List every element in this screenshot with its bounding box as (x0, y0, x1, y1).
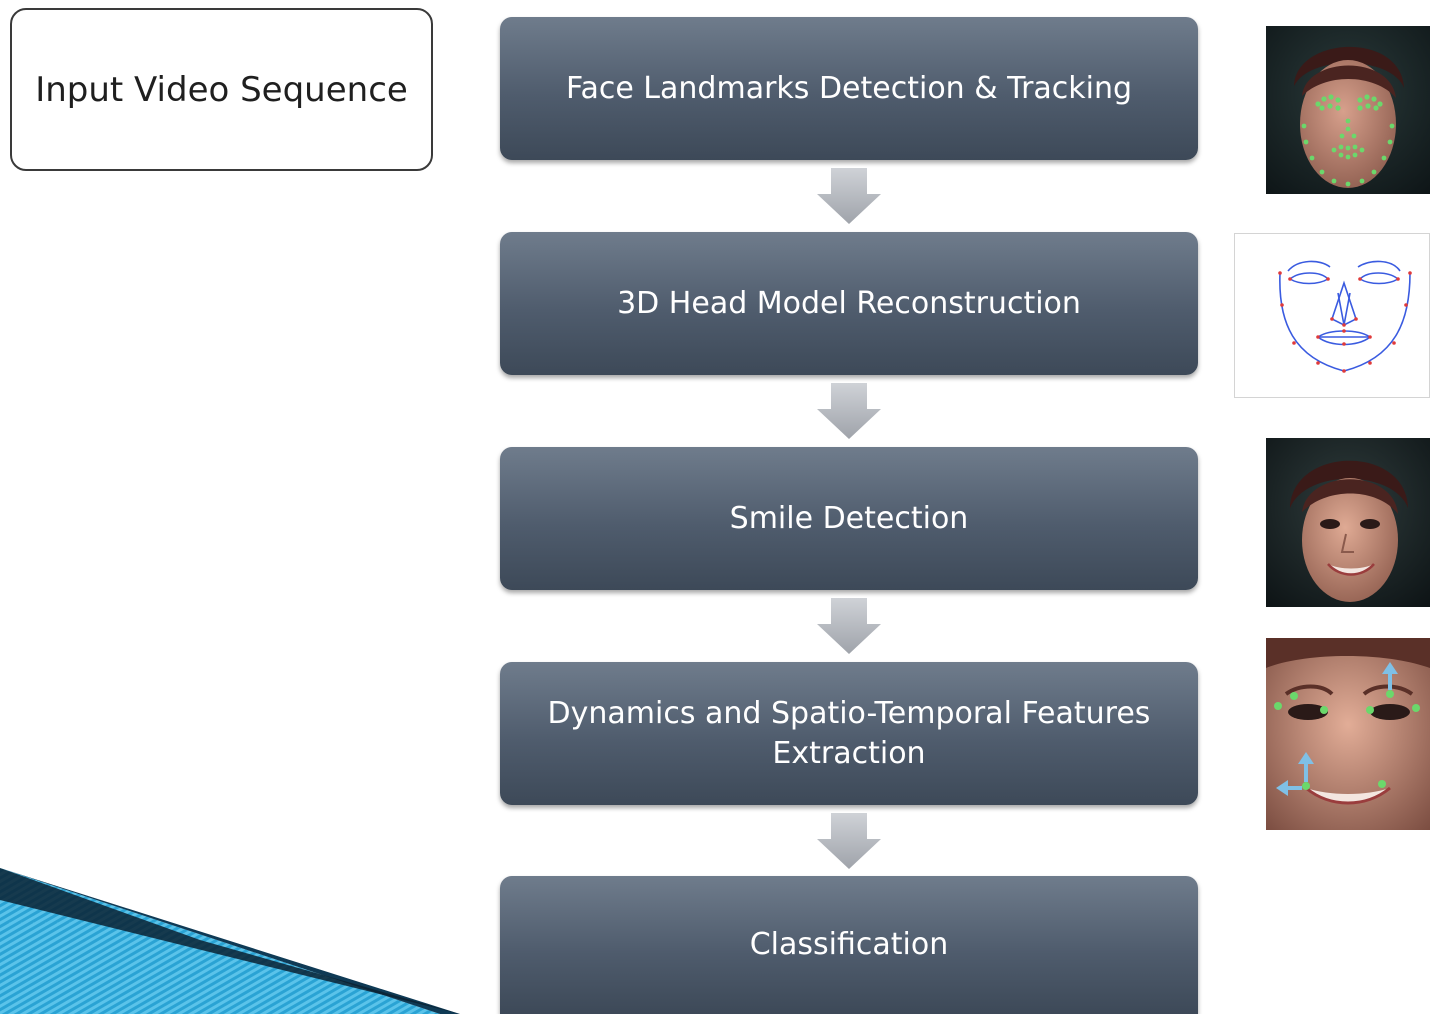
face-mesh-wireframe-image (1234, 233, 1430, 398)
smiling-face-image (1266, 438, 1430, 607)
down-arrow-icon (817, 598, 881, 654)
input-video-sequence-box: Input Video Sequence (10, 8, 433, 171)
step-label: 3D Head Model Reconstruction (617, 285, 1081, 321)
down-arrow-icon (817, 813, 881, 869)
step-features-extraction: Dynamics and Spatio-Temporal Features Ex… (500, 662, 1198, 805)
step-classification: Classification (500, 876, 1198, 1014)
step-label: Classification (749, 927, 949, 962)
step-label: Face Landmarks Detection & Tracking (565, 70, 1133, 106)
down-arrow-icon (817, 383, 881, 439)
down-arrow-icon (817, 168, 881, 224)
step-smile-detection: Smile Detection (500, 447, 1198, 590)
step-3d-head-model: 3D Head Model Reconstruction (500, 232, 1198, 375)
decorative-stripes (0, 868, 460, 1014)
step-face-landmarks: Face Landmarks Detection & Tracking (500, 17, 1198, 160)
face-motion-features-image (1266, 638, 1430, 830)
input-video-sequence-label: Input Video Sequence (35, 69, 408, 110)
step-label: Dynamics and Spatio-Temporal Features Ex… (547, 695, 1151, 771)
face-landmarks-image (1266, 26, 1430, 194)
step-label: Smile Detection (729, 500, 969, 536)
